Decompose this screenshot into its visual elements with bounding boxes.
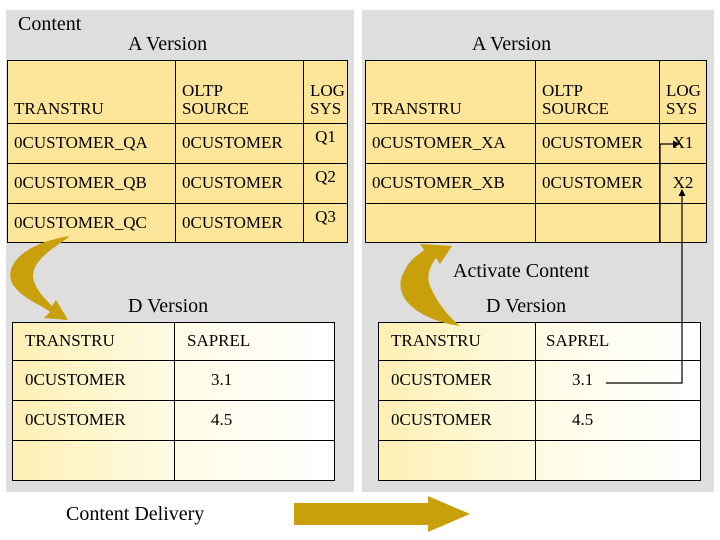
cell-log: Q3 (303, 203, 348, 243)
cell-transtru: 0CUSTOMER_QB (7, 163, 176, 204)
cell-transtru: 0CUSTOMER_QC (7, 203, 176, 243)
cell-oltp: 0CUSTOMER (175, 203, 304, 243)
table-row: 0CUSTOMER 4.5 (378, 400, 701, 441)
content-delivery-arrow (294, 496, 470, 532)
header-saprel: SAPREL (535, 322, 701, 361)
header-transtru: TRANSTRU (7, 60, 176, 124)
table-row (365, 203, 707, 243)
cell-log: Q2 (303, 163, 348, 204)
header-transtru: TRANSTRU (12, 322, 175, 361)
cell-oltp: 0CUSTOMER (535, 123, 660, 164)
table-row: 0CUSTOMER_XB 0CUSTOMER X2 (365, 163, 707, 204)
cell-transtru: 0CUSTOMER (378, 360, 536, 401)
cell-saprel: 4.5 (174, 400, 335, 441)
table-row (12, 440, 335, 481)
empty-cell (535, 203, 660, 243)
table-row: 0CUSTOMER 3.1 (12, 360, 335, 401)
connector-line-x1 (659, 140, 680, 242)
table-header-row: TRANSTRU SAPREL (12, 322, 335, 361)
cell-oltp: 0CUSTOMER (175, 163, 304, 204)
table-row: 0CUSTOMER_QB 0CUSTOMER Q2 (7, 163, 348, 204)
cell-transtru: 0CUSTOMER (12, 400, 175, 441)
header-transtru: TRANSTRU (365, 60, 536, 124)
activate-content-label: Activate Content (453, 260, 590, 282)
cell-transtru: 0CUSTOMER (12, 360, 175, 401)
cell-transtru: 0CUSTOMER_XB (365, 163, 536, 204)
cell-oltp: 0CUSTOMER (535, 163, 660, 204)
empty-cell (12, 440, 175, 481)
content-label: Content (18, 13, 82, 35)
cell-transtru: 0CUSTOMER (378, 400, 536, 441)
left-a-version-title: A Version (128, 33, 208, 55)
empty-cell (378, 440, 536, 481)
content-delivery-label: Content Delivery (66, 503, 205, 525)
cell-transtru: 0CUSTOMER_XA (365, 123, 536, 164)
empty-cell (174, 440, 335, 481)
right-a-version-title: A Version (472, 33, 552, 55)
right-d-version-title: D Version (486, 295, 567, 317)
right-d-version-table: TRANSTRU SAPREL 0CUSTOMER 3.1 0CUSTOMER … (378, 322, 701, 481)
curved-arrow-left (10, 236, 70, 320)
connector-line-x2 (606, 189, 686, 384)
header-saprel: SAPREL (174, 322, 335, 361)
cell-saprel: 3.1 (174, 360, 335, 401)
left-d-version-table: TRANSTRU SAPREL 0CUSTOMER 3.1 0CUSTOMER … (12, 322, 335, 481)
cell-log: Q1 (303, 123, 348, 164)
table-row: 0CUSTOMER 3.1 (378, 360, 701, 401)
table-row (378, 440, 701, 481)
table-row: 0CUSTOMER 4.5 (12, 400, 335, 441)
table-header-row: TRANSTRU SAPREL (378, 322, 701, 361)
cell-transtru: 0CUSTOMER_QA (7, 123, 176, 164)
empty-cell (535, 440, 701, 481)
cell-saprel: 3.1 (535, 360, 701, 401)
empty-cell (365, 203, 536, 243)
cell-saprel: 4.5 (535, 400, 701, 441)
curved-arrow-right (400, 244, 460, 326)
left-d-version-title: D Version (128, 295, 209, 317)
cell-oltp: 0CUSTOMER (175, 123, 304, 164)
table-row: 0CUSTOMER_QA 0CUSTOMER Q1 (7, 123, 348, 164)
table-row: 0CUSTOMER_QC 0CUSTOMER Q3 (7, 203, 348, 243)
empty-cell (659, 203, 707, 243)
